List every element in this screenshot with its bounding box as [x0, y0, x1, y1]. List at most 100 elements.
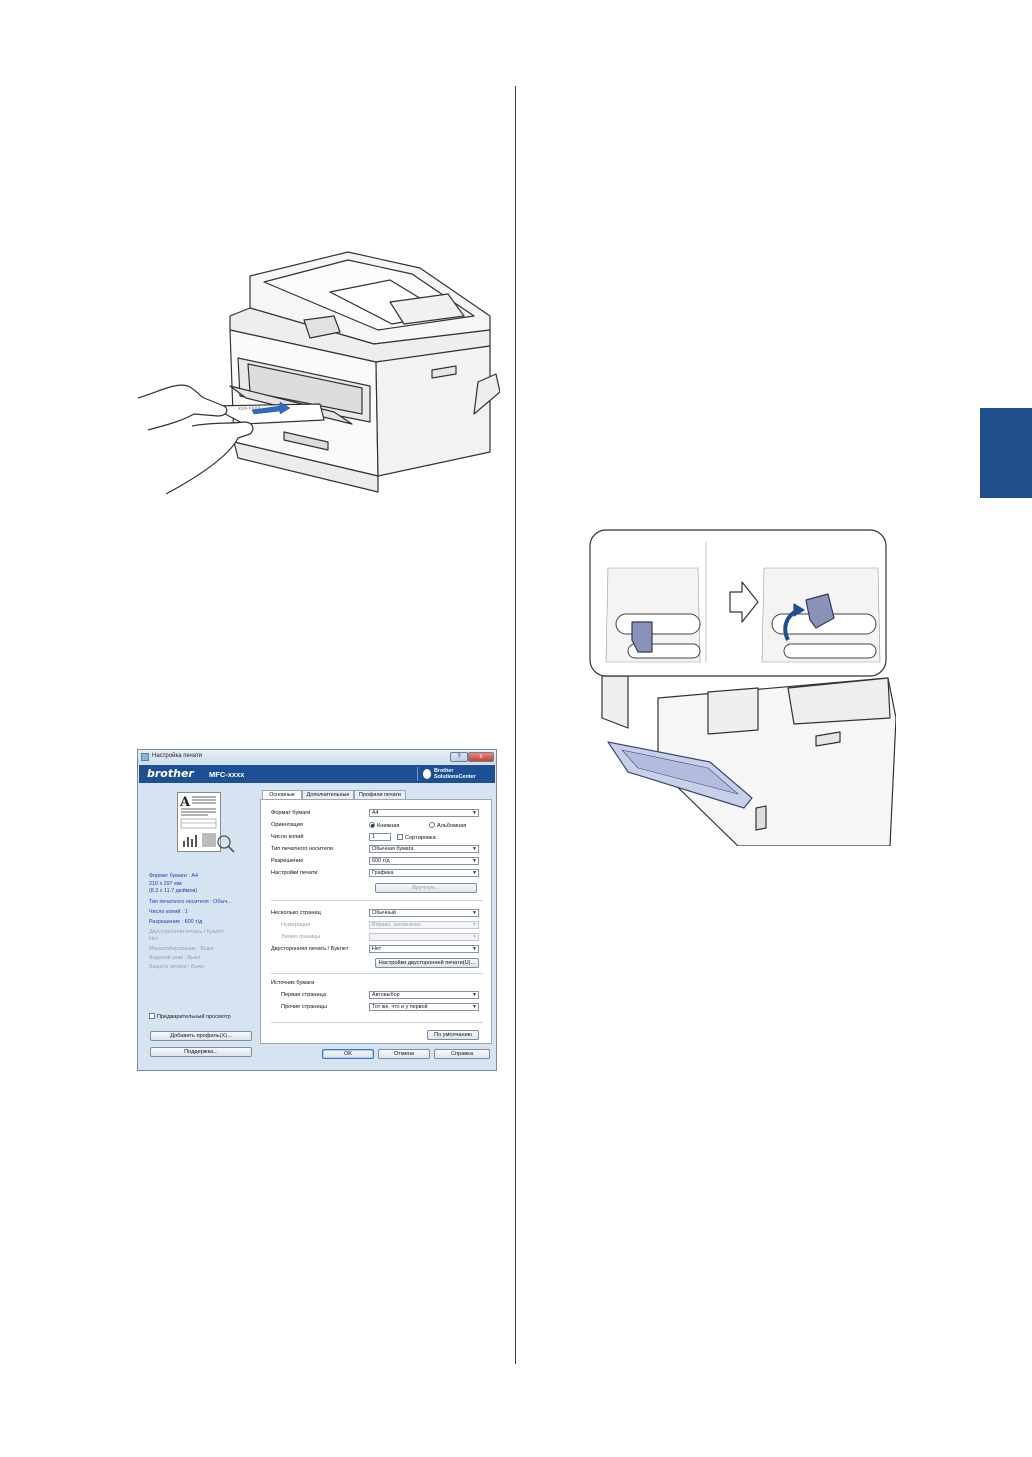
envelope-label: XXX-XXXX — [238, 405, 261, 411]
page-preview-thumbnail: A — [177, 792, 221, 852]
info-duplex-value: Нет — [149, 936, 159, 942]
support-button[interactable]: Поддержка... — [150, 1047, 252, 1057]
first-page-select[interactable]: Автовыбор ▼ — [369, 991, 479, 999]
brand-banner: brother MFC-xxxx Brother SolutionsCenter — [139, 765, 495, 783]
chevron-down-icon: ▼ — [472, 870, 477, 876]
magnifier-icon — [217, 835, 235, 853]
other-pages-label: Прочие страницы — [281, 1004, 327, 1010]
info-media-type: Тип печатного носителя : Обыч... — [149, 899, 232, 905]
info-duplex: Двусторонняя печать / Буклет : — [149, 929, 227, 935]
info-paper-size: Формат бумаги : A4 — [149, 873, 199, 879]
radio-selected-icon — [369, 822, 375, 828]
collate-label: Сортировка — [405, 835, 436, 841]
landscape-label: Альбомная — [437, 823, 467, 829]
duplex-label: Двусторонняя печать / Буклет — [271, 946, 349, 952]
tab-basic[interactable]: Основные — [262, 790, 302, 800]
chapter-side-tab — [980, 408, 1032, 498]
add-profile-button[interactable]: Добавить профиль(X)... — [150, 1031, 252, 1041]
multiple-page-value: Обычный — [372, 910, 396, 916]
chevron-down-icon: ▼ — [472, 1004, 477, 1010]
info-secure-print: Защита печати : Выкл. — [149, 964, 206, 970]
copies-label: Число копий — [271, 834, 304, 840]
copies-value: 1 — [372, 834, 375, 840]
preview-pane: A Формат бумаги : A4 210 x 297 мм (8.3 x… — [144, 788, 255, 1066]
duplex-settings-button[interactable]: Настройки двусторонней печати(U)... — [375, 958, 479, 968]
portrait-label: Книжная — [377, 823, 400, 829]
chevron-down-icon: ▼ — [472, 992, 477, 998]
printer-rear-lever-illustration — [589, 529, 896, 846]
section-divider — [271, 1022, 483, 1023]
solutions-center-icon — [423, 769, 431, 779]
preview-checkbox-box[interactable] — [149, 1013, 155, 1019]
duplex-value: Нет — [372, 946, 382, 952]
column-divider — [515, 86, 516, 1364]
media-type-select[interactable]: Обычная бумага ▼ — [369, 845, 479, 853]
preview-checkbox[interactable]: Предварительный просмотр — [149, 1013, 231, 1020]
chevron-down-icon: ▼ — [472, 846, 477, 852]
close-button[interactable]: x — [468, 752, 494, 762]
insert-arrow-icon — [251, 401, 291, 415]
chevron-down-icon: ▼ — [472, 922, 477, 928]
media-type-label: Тип печатного носителя — [271, 846, 333, 852]
multiple-page-label: Несколько страниц — [271, 910, 321, 916]
orientation-landscape-radio[interactable]: Альбомная — [429, 822, 466, 829]
chevron-down-icon: ▼ — [472, 858, 477, 864]
radio-unselected-icon — [429, 822, 435, 828]
help-button[interactable]: ? — [450, 752, 468, 762]
section-divider — [271, 900, 483, 901]
default-button[interactable]: По умолчанию — [427, 1030, 479, 1040]
chevron-down-icon: ▼ — [472, 810, 477, 816]
brother-logo: brother — [147, 767, 194, 780]
cancel-button[interactable]: Отмена — [378, 1049, 430, 1059]
model-name: MFC-xxxx — [209, 770, 245, 779]
tab-print-profiles[interactable]: Профили печати — [354, 790, 406, 799]
collate-checkbox[interactable]: Сортировка — [397, 834, 436, 841]
info-scaling: Масштабирование : Выкл. — [149, 946, 215, 952]
preview-checkbox-label: Предварительный просмотр — [157, 1014, 231, 1020]
chevron-down-icon: ▼ — [472, 934, 477, 940]
dialog-title: Настройка печати — [152, 753, 203, 759]
basic-tab-panel: Формат бумаги A4▼ Ориентация Книжная Аль… — [260, 799, 492, 1044]
print-settings-value: Графика — [372, 870, 394, 876]
page-order-select[interactable]: Вправо, затем вниз ▼ — [369, 921, 479, 929]
orientation-portrait-radio[interactable]: Книжная — [369, 822, 399, 829]
printer-manual-feed-illustration: XXX-XXXX — [137, 251, 500, 495]
info-size-in: (8.3 x 11.7 дюймов) — [149, 888, 198, 894]
help-footer-button[interactable]: Справка — [434, 1049, 490, 1059]
info-resolution: Разрешение : 600 т/д — [149, 919, 203, 925]
tab-advanced[interactable]: Дополнительные — [302, 790, 354, 799]
resolution-label: Разрешение — [271, 858, 304, 864]
print-settings-select[interactable]: Графика ▼ — [369, 869, 479, 877]
paper-source-label: Источник бумаги — [271, 980, 315, 986]
media-type-value: Обычная бумага — [372, 846, 414, 852]
collate-checkbox-box — [397, 834, 403, 840]
page-order-label: Нумерация — [281, 922, 311, 928]
orientation-label: Ориентация — [271, 822, 303, 828]
print-settings-label: Настройки печати — [271, 870, 318, 876]
duplex-select[interactable]: Нет ▼ — [369, 945, 479, 953]
chevron-down-icon: ▼ — [472, 946, 477, 952]
svg-text:A: A — [179, 795, 191, 810]
info-size-mm: 210 x 297 мм — [149, 881, 182, 887]
multiple-page-select[interactable]: Обычный▼ — [369, 909, 479, 917]
other-pages-select[interactable]: Тот же, что и у первой ▼ — [369, 1003, 479, 1011]
printer-app-icon — [141, 753, 149, 761]
other-pages-value: Тот же, что и у первой — [372, 1004, 428, 1010]
solutions-center-label: Brother SolutionsCenter — [434, 768, 476, 780]
border-line-select[interactable]: ▼ — [369, 933, 479, 941]
solutions-center-button[interactable]: Brother SolutionsCenter — [417, 767, 492, 781]
title-bar: Настройка печати ? x — [138, 750, 496, 764]
paper-size-value: A4 — [372, 810, 379, 816]
first-page-value: Автовыбор — [372, 992, 400, 998]
resolution-select[interactable]: 600 т/д ▼ — [369, 857, 479, 865]
page-order-value: Вправо, затем вниз — [372, 922, 421, 928]
manual-settings-button[interactable]: Вручную... — [375, 883, 477, 893]
info-copies: Число копий : 1 — [149, 909, 188, 915]
copies-stepper[interactable]: 1 — [369, 833, 391, 841]
section-divider — [271, 973, 483, 974]
paper-size-select[interactable]: A4 ▼ — [369, 809, 479, 817]
info-watermark: Водяной знак : Выкл. — [149, 955, 202, 961]
resolution-value: 600 т/д — [372, 858, 390, 864]
ok-button[interactable]: OK — [322, 1049, 374, 1059]
print-settings-dialog: Настройка печати ? x brother MFC-xxxx Br… — [137, 749, 497, 1071]
